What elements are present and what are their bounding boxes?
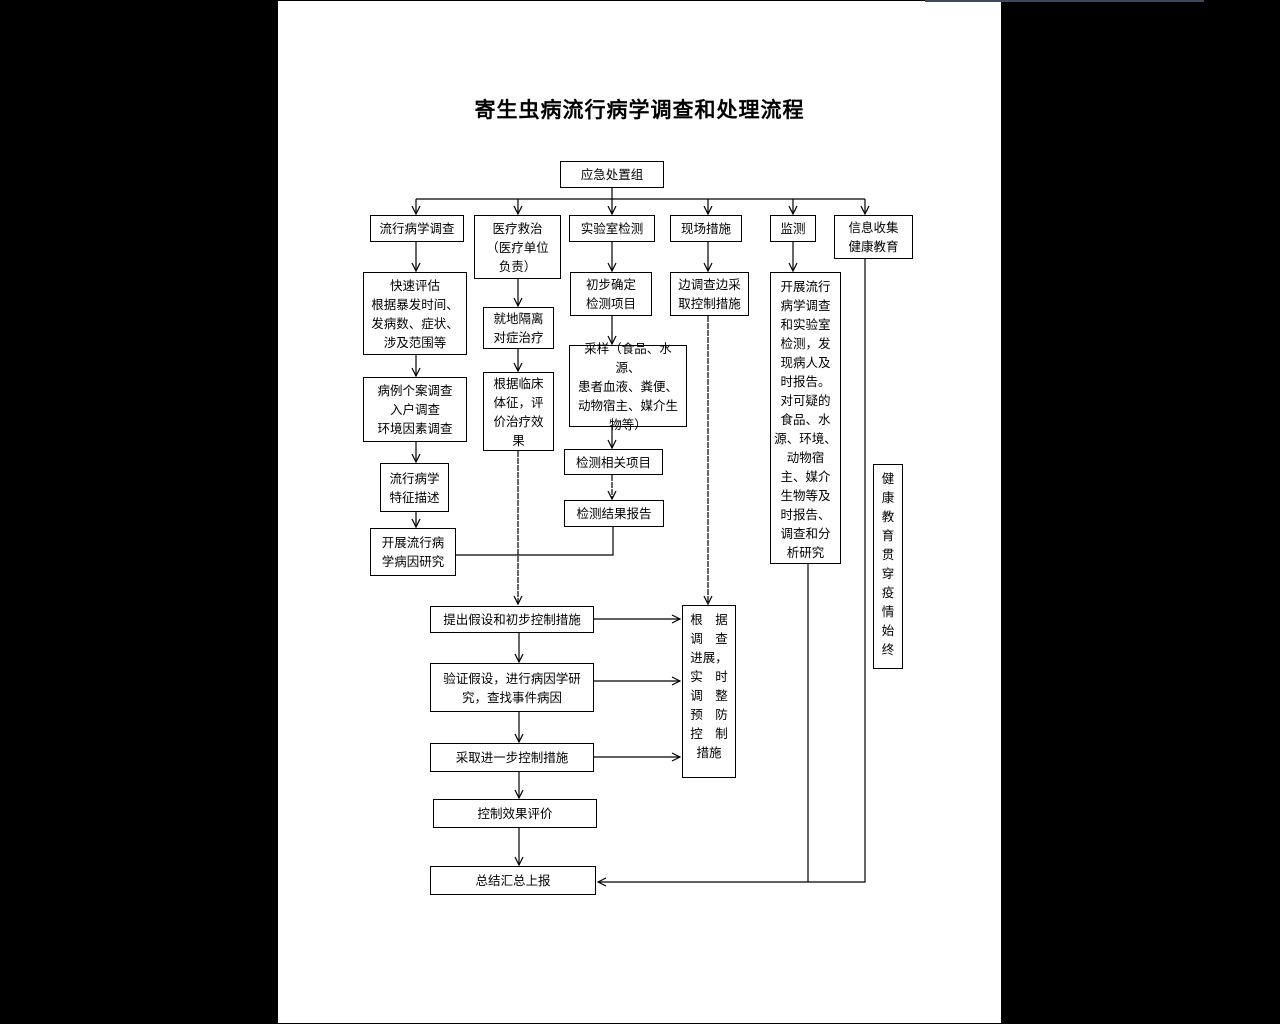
box-verify-hypothesis: 验证假设，进行病因学研 究，查找事件病因	[430, 663, 594, 712]
box-info-health-education: 信息收集 健康教育	[834, 215, 913, 259]
box-medical-treatment: 医疗救治 （医疗单位 负责）	[474, 215, 561, 279]
box-field-measures: 现场措施	[670, 215, 742, 242]
box-lab-testing: 实验室检测	[569, 215, 655, 242]
box-monitoring: 监测	[770, 215, 816, 242]
page-title: 寄生虫病流行病学调查和处理流程	[474, 97, 805, 122]
box-test-result-report: 检测结果报告	[564, 500, 664, 527]
box-hypothesis-initial-control: 提出假设和初步控制措施	[430, 606, 594, 633]
box-sampling: 采样（食品、水源、 患者血液、粪便、 动物宿主、媒介生 物等）	[569, 341, 687, 432]
top-edge-bar	[925, 0, 1204, 2]
box-monitoring-details: 开展流行 病学调查 和实验室 检测，发 现病人及 时报告。 对可疑的 食品、水 …	[770, 272, 841, 564]
connector-lines	[278, 188, 1001, 1023]
box-epi-characteristics: 流行病学 特征描述	[380, 463, 449, 512]
box-summary-report: 总结汇总上报	[430, 866, 596, 895]
box-determine-test-items: 初步确定 检测项目	[570, 272, 652, 316]
document-page: 寄生虫病流行病学调查和处理流程	[278, 1, 1001, 1023]
box-emergency-team: 应急处置组	[560, 161, 664, 188]
box-adjust-prevention-measures: 根 据 调 查 进展， 实 时 调 整 预 防 控 制 措施	[682, 605, 736, 778]
box-investigate-and-control: 边调查边采 取控制措施	[670, 272, 749, 316]
box-health-education-throughout: 健 康 教 育 贯 穿 疫 情 始 终	[873, 464, 903, 669]
box-further-control: 采取进一步控制措施	[430, 743, 594, 772]
box-case-investigation: 病例个案调查 入户调查 环境因素调查	[363, 377, 467, 442]
box-etiology-study: 开展流行病 学病因研究	[370, 528, 456, 576]
box-control-evaluation: 控制效果评价	[433, 799, 597, 828]
box-rapid-assessment: 快速评估 根据暴发时间、 发病数、症状、 涉及范围等	[363, 272, 467, 355]
box-epidemiological-survey: 流行病学调查	[370, 215, 464, 242]
box-isolation-treatment: 就地隔离 对症治疗	[483, 307, 554, 349]
box-test-related-items: 检测相关项目	[564, 449, 663, 475]
box-evaluate-treatment: 根据临床 体征，评 价治疗效 果	[483, 372, 554, 451]
